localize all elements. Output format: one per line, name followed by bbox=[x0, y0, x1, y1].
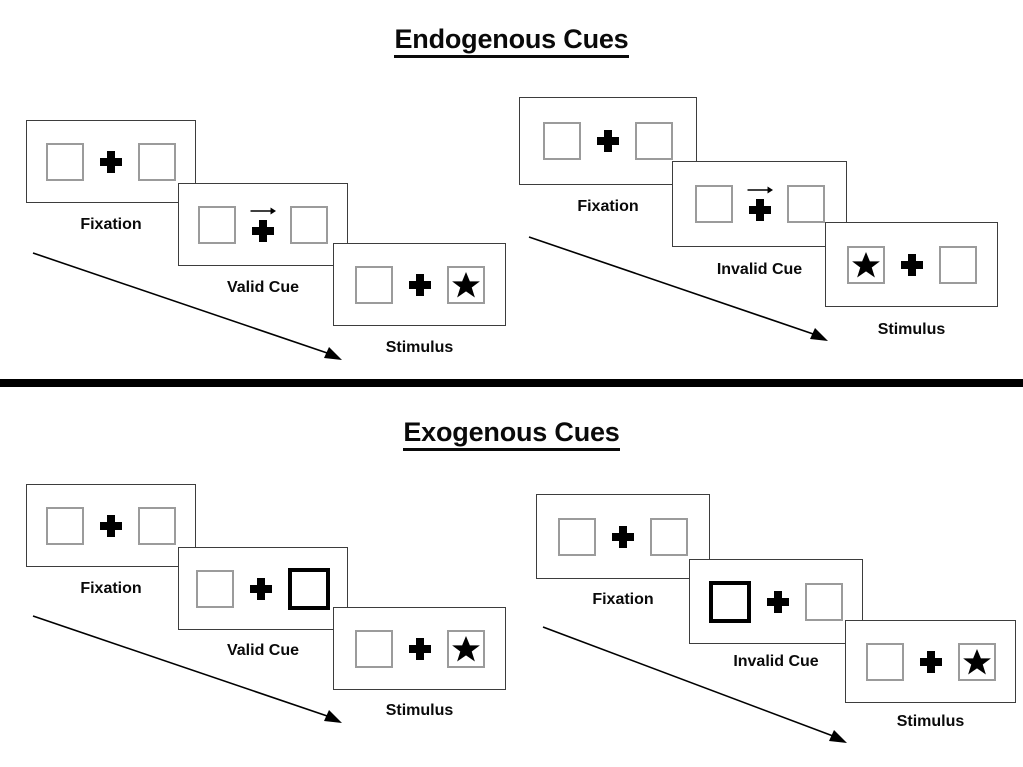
right-box-with-target bbox=[957, 642, 996, 681]
section-title-exogenous-text: Exogenous Cues bbox=[403, 417, 620, 451]
caption-fixation: Fixation bbox=[80, 216, 142, 233]
right-box bbox=[786, 185, 825, 223]
plus-icon bbox=[767, 590, 789, 613]
frame-content-row bbox=[27, 142, 195, 181]
right-box bbox=[138, 142, 176, 181]
left-box bbox=[558, 517, 596, 556]
caption-invalid-cue: Invalid Cue bbox=[716, 261, 803, 278]
frame-content-row bbox=[179, 205, 347, 244]
left-box bbox=[543, 122, 581, 160]
star-icon bbox=[851, 251, 880, 277]
caption-valid-cue: Valid Cue bbox=[226, 279, 300, 296]
left-box bbox=[198, 205, 236, 244]
plus-icon bbox=[748, 199, 771, 221]
plus-icon bbox=[408, 637, 431, 660]
plus-icon bbox=[408, 273, 431, 296]
left-box-cued bbox=[709, 580, 751, 623]
frame-exogenous-valid-cue bbox=[178, 547, 348, 630]
time-flow-arrow-exogenous-valid bbox=[32, 615, 342, 723]
left-box bbox=[865, 642, 904, 681]
frame-exogenous-invalid-stimulus bbox=[845, 620, 1016, 703]
left-box bbox=[46, 506, 84, 545]
frame-content-row bbox=[673, 185, 846, 223]
right-box bbox=[938, 245, 977, 284]
plus-icon bbox=[612, 525, 634, 548]
plus-icon bbox=[100, 514, 122, 537]
left-box bbox=[196, 569, 234, 608]
section-title-exogenous: Exogenous Cues bbox=[0, 417, 1023, 451]
frame-content-row bbox=[826, 245, 997, 284]
frame-endogenous-valid-cue bbox=[178, 183, 348, 266]
section-title-endogenous-text: Endogenous Cues bbox=[394, 24, 629, 58]
caption-fixation: Fixation bbox=[80, 580, 142, 597]
frame-exogenous-valid-fixation bbox=[26, 484, 196, 567]
left-box bbox=[354, 265, 393, 304]
left-box bbox=[694, 185, 733, 223]
caption-invalid-cue: Invalid Cue bbox=[733, 653, 819, 670]
caption-stimulus: Stimulus bbox=[385, 339, 454, 356]
right-box-cued bbox=[288, 567, 330, 610]
caption-stimulus: Stimulus bbox=[385, 702, 454, 719]
frame-content-row bbox=[846, 642, 1015, 681]
caption-stimulus: Stimulus bbox=[877, 321, 946, 338]
frame-content-row bbox=[179, 567, 347, 610]
frame-content-row bbox=[690, 580, 862, 623]
caption-fixation: Fixation bbox=[592, 591, 654, 608]
right-box bbox=[805, 582, 843, 621]
left-box-with-target bbox=[846, 245, 885, 284]
plus-icon bbox=[252, 219, 274, 242]
section-divider bbox=[0, 379, 1023, 387]
arrow-right-icon bbox=[747, 186, 773, 194]
frame-endogenous-valid-fixation bbox=[26, 120, 196, 203]
star-icon bbox=[451, 271, 480, 297]
right-box-with-target bbox=[446, 265, 485, 304]
left-box bbox=[354, 629, 393, 668]
frame-endogenous-invalid-cue bbox=[672, 161, 847, 247]
star-icon bbox=[962, 648, 991, 674]
right-box bbox=[650, 517, 688, 556]
center-cue-stack bbox=[250, 206, 277, 244]
arrow-right-icon bbox=[250, 207, 277, 214]
frame-exogenous-invalid-cue bbox=[689, 559, 863, 644]
frame-endogenous-invalid-fixation bbox=[519, 97, 697, 185]
caption-fixation: Fixation bbox=[577, 198, 639, 215]
frame-exogenous-valid-stimulus bbox=[333, 607, 506, 690]
right-box-with-target bbox=[446, 629, 485, 668]
star-icon bbox=[451, 635, 480, 661]
caption-valid-cue: Valid Cue bbox=[226, 642, 300, 659]
section-title-endogenous: Endogenous Cues bbox=[0, 24, 1023, 58]
time-flow-arrow-endogenous-invalid bbox=[528, 236, 828, 341]
frame-endogenous-valid-stimulus bbox=[333, 243, 506, 326]
plus-icon bbox=[919, 650, 942, 673]
right-box bbox=[290, 205, 328, 244]
frame-endogenous-invalid-stimulus bbox=[825, 222, 998, 307]
caption-stimulus: Stimulus bbox=[896, 713, 965, 730]
frame-content-row bbox=[334, 265, 505, 304]
right-box bbox=[635, 122, 673, 160]
frame-exogenous-invalid-fixation bbox=[536, 494, 710, 579]
plus-icon bbox=[900, 253, 923, 276]
frame-content-row bbox=[537, 517, 709, 556]
time-flow-arrow-endogenous-valid bbox=[32, 252, 342, 360]
plus-icon bbox=[597, 130, 619, 152]
right-box bbox=[138, 506, 176, 545]
center-cue-stack bbox=[747, 185, 773, 223]
plus-icon bbox=[100, 150, 122, 173]
left-box bbox=[46, 142, 84, 181]
frame-content-row bbox=[334, 629, 505, 668]
time-flow-arrow-exogenous-invalid bbox=[542, 626, 847, 743]
frame-content-row bbox=[27, 506, 195, 545]
frame-content-row bbox=[520, 122, 696, 160]
plus-icon bbox=[250, 577, 272, 600]
